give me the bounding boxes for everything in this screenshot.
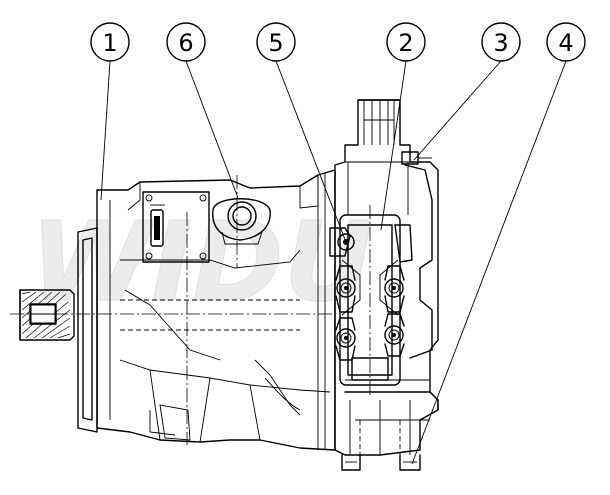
callout-6: 6 bbox=[166, 22, 206, 62]
control-valve bbox=[329, 205, 413, 395]
valve-bolt-bottom-left bbox=[336, 328, 356, 348]
valve-bolt-bottom-right bbox=[384, 325, 404, 345]
valve-bolt-top-left bbox=[336, 278, 356, 298]
callout-4: 4 bbox=[546, 22, 586, 62]
drive-shaft bbox=[19, 289, 75, 341]
suction-port bbox=[212, 198, 271, 245]
rear-cover bbox=[317, 99, 439, 471]
callout-1: 1 bbox=[90, 22, 130, 62]
callout-2-label: 2 bbox=[398, 29, 413, 57]
callout-5-label: 5 bbox=[268, 29, 283, 57]
callout-1-label: 1 bbox=[102, 29, 117, 57]
pressure-port-flange bbox=[142, 191, 210, 263]
callout-3: 3 bbox=[481, 22, 521, 62]
valve-bolt-top-right bbox=[384, 278, 404, 298]
leader-lines bbox=[100, 60, 567, 465]
callout-5: 5 bbox=[256, 22, 296, 62]
callout-3-label: 3 bbox=[493, 29, 508, 57]
callout-2: 2 bbox=[386, 22, 426, 62]
callout-4-label: 4 bbox=[558, 29, 573, 57]
callout-6-label: 6 bbox=[178, 29, 193, 57]
